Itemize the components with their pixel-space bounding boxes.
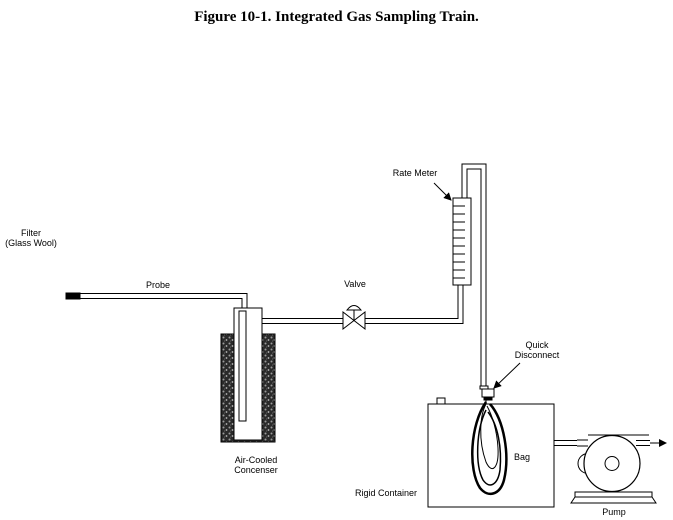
valve <box>342 305 366 331</box>
condenser <box>220 307 276 443</box>
quick-disconnect-label: Quick <box>525 340 549 350</box>
quick-disconnect <box>479 385 495 401</box>
valve-to-meter-tube <box>365 285 464 324</box>
meter-to-bag-tube <box>461 163 487 386</box>
rate-meter <box>452 197 472 286</box>
vacuum-line <box>554 440 577 446</box>
sampling-bag <box>471 401 508 496</box>
outlet-tube <box>262 318 343 324</box>
rate-meter-label: Rate Meter <box>393 168 438 178</box>
probe-label: Probe <box>146 280 170 290</box>
figure-title: Figure 10-1. Integrated Gas Sampling Tra… <box>194 9 479 25</box>
bag-label: Bag <box>514 452 530 462</box>
quick-disconnect-leader <box>493 362 521 389</box>
pump-label: Pump <box>602 507 626 517</box>
rigid-container <box>427 397 555 508</box>
filter-label-sub: (Glass Wool) <box>5 238 57 248</box>
condenser-label-sub: Concenser <box>234 465 278 475</box>
rate-meter-leader <box>433 182 452 201</box>
filter-element <box>65 292 81 300</box>
pump <box>570 434 667 504</box>
filter-label: Filter <box>21 228 41 238</box>
rigid-container-label: Rigid Container <box>355 488 417 498</box>
probe-tube <box>80 293 248 335</box>
quick-disconnect-label-sub: Disconnect <box>515 350 560 360</box>
condenser-label: Air-Cooled <box>235 455 278 465</box>
valve-label: Valve <box>344 279 366 289</box>
